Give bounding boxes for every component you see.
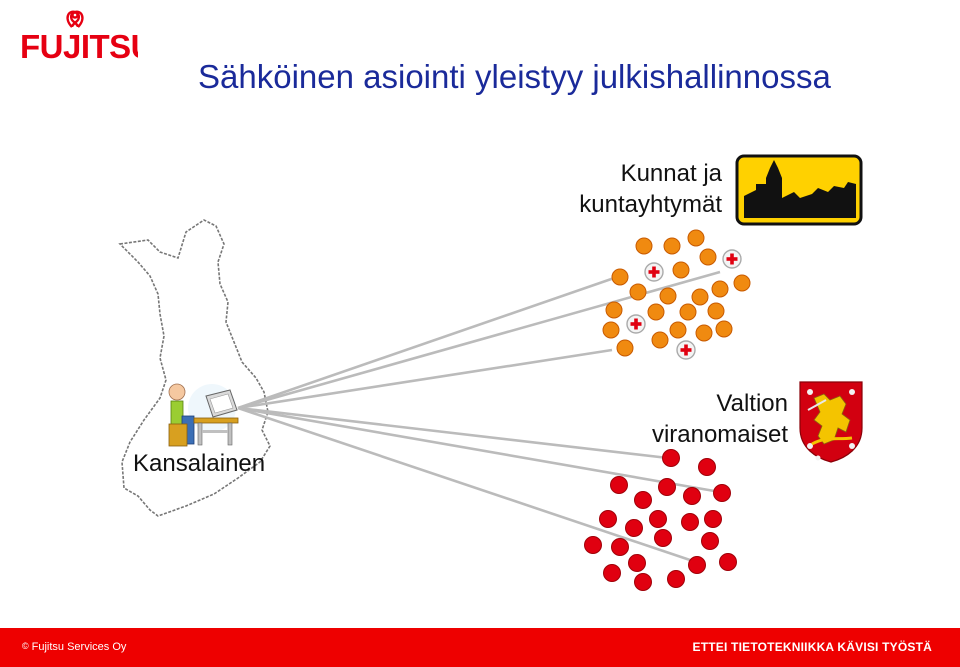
connector-line	[237, 406, 669, 460]
municipality-node	[629, 283, 647, 301]
state-node	[634, 491, 652, 509]
municipality-node	[663, 237, 681, 255]
municipality-nodes	[602, 229, 751, 357]
state-node	[667, 570, 685, 588]
fujitsu-logo: FUJITSU	[20, 10, 138, 64]
town-skyline-sign-icon	[735, 154, 863, 226]
finland-map-outline	[118, 219, 271, 517]
state-authorities-label-line1: Valtion	[716, 390, 788, 417]
state-node	[688, 556, 706, 574]
state-node	[713, 484, 731, 502]
footer-copyright: ©Fujitsu Services Oy	[22, 641, 126, 653]
slide-title: Sähköinen asiointi yleistyy julkishallin…	[198, 58, 831, 95]
municipalities-label-line1: Kunnat ja	[620, 160, 722, 187]
state-node	[611, 538, 629, 556]
red-cross-icon	[626, 314, 646, 334]
connector-line	[237, 406, 691, 562]
state-node	[584, 536, 602, 554]
copyright-symbol: ©	[22, 641, 29, 651]
municipality-node	[679, 303, 697, 321]
state-node	[625, 519, 643, 537]
state-node	[634, 573, 652, 591]
connector-line	[237, 348, 613, 410]
footer-bar: ©Fujitsu Services Oy ETTEI TIETOTEKNIIKK…	[0, 628, 960, 667]
state-node	[610, 476, 628, 494]
municipality-node	[707, 302, 725, 320]
state-node	[603, 564, 621, 582]
connector-line	[237, 406, 721, 494]
municipality-node	[669, 321, 687, 339]
citizen-label: Kansalainen	[133, 450, 266, 477]
state-nodes	[584, 449, 737, 591]
red-cross-icon	[722, 249, 742, 269]
health-nodes	[626, 249, 742, 360]
diagram-canvas	[118, 154, 863, 591]
municipality-node	[602, 321, 620, 339]
municipality-node	[605, 301, 623, 319]
state-node	[654, 529, 672, 547]
municipality-node	[672, 261, 690, 279]
municipality-node	[659, 287, 677, 305]
municipalities-label: Kunnat ja kuntayhtymät	[560, 158, 722, 220]
municipality-node	[616, 339, 634, 357]
connector-lines	[237, 270, 721, 562]
red-cross-icon	[644, 262, 664, 282]
municipality-node	[695, 324, 713, 342]
municipality-node	[651, 331, 669, 349]
state-authorities-label-line2: viranomaiset	[651, 421, 788, 448]
state-node	[701, 532, 719, 550]
municipality-node	[691, 288, 709, 306]
state-node	[683, 487, 701, 505]
state-node	[681, 513, 699, 531]
person-at-computer-icon	[168, 383, 239, 447]
state-node	[658, 478, 676, 496]
state-node	[719, 553, 737, 571]
municipality-node	[687, 229, 705, 247]
red-cross-icon	[676, 340, 696, 360]
municipality-node	[715, 320, 733, 338]
finland-lion-coat-of-arms-icon	[799, 381, 863, 463]
state-node	[704, 510, 722, 528]
municipality-node	[699, 248, 717, 266]
state-authorities-label: Valtion viranomaiset	[600, 388, 788, 450]
state-node	[628, 554, 646, 572]
municipality-node	[711, 280, 729, 298]
municipality-node	[647, 303, 665, 321]
logo-text: FUJITSU	[20, 28, 138, 64]
municipality-node	[733, 274, 751, 292]
state-node	[649, 510, 667, 528]
municipality-node	[635, 237, 653, 255]
state-node	[599, 510, 617, 528]
footer-company: Fujitsu Services Oy	[31, 641, 127, 653]
municipalities-label-line2: kuntayhtymät	[579, 191, 722, 218]
state-node	[662, 449, 680, 467]
connector-line	[237, 274, 621, 410]
municipality-node	[611, 268, 629, 286]
state-node	[698, 458, 716, 476]
footer-slogan: ETTEI TIETOTEKNIIKKA KÄVISI TYÖSTÄ	[692, 640, 932, 654]
